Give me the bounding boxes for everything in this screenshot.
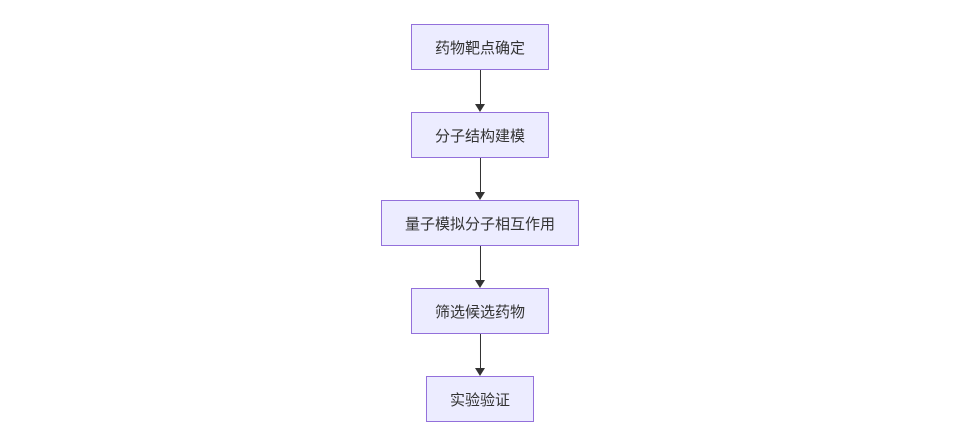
arrow-down-4 (474, 334, 485, 376)
arrowhead-icon (474, 192, 485, 200)
flowchart-node-experimental-validation: 实验验证 (425, 376, 535, 422)
flowchart-node-drug-target: 药物靶点确定 (410, 24, 550, 70)
arrowhead-icon (474, 104, 485, 112)
node-label: 药物靶点确定 (434, 39, 526, 57)
node-label: 分子结构建模 (434, 127, 526, 145)
arrow-line (479, 334, 481, 368)
arrow-line (479, 246, 481, 280)
node-label: 筛选候选药物 (434, 303, 526, 321)
arrowhead-icon (474, 368, 485, 376)
arrowhead-icon (474, 280, 485, 288)
flowchart-column: 药物靶点确定 分子结构建模 量子模拟分子相互作用 筛选候选药物 (380, 24, 580, 422)
flowchart-node-molecular-modeling: 分子结构建模 (410, 112, 550, 158)
node-label: 实验验证 (449, 391, 511, 409)
node-label: 量子模拟分子相互作用 (404, 215, 556, 233)
flowchart-node-screening: 筛选候选药物 (410, 288, 550, 334)
arrow-line (479, 70, 481, 104)
arrow-down-3 (474, 246, 485, 288)
flowchart-node-quantum-simulation: 量子模拟分子相互作用 (380, 200, 580, 246)
arrow-line (479, 158, 481, 192)
arrow-down-2 (474, 158, 485, 200)
arrow-down-1 (474, 70, 485, 112)
